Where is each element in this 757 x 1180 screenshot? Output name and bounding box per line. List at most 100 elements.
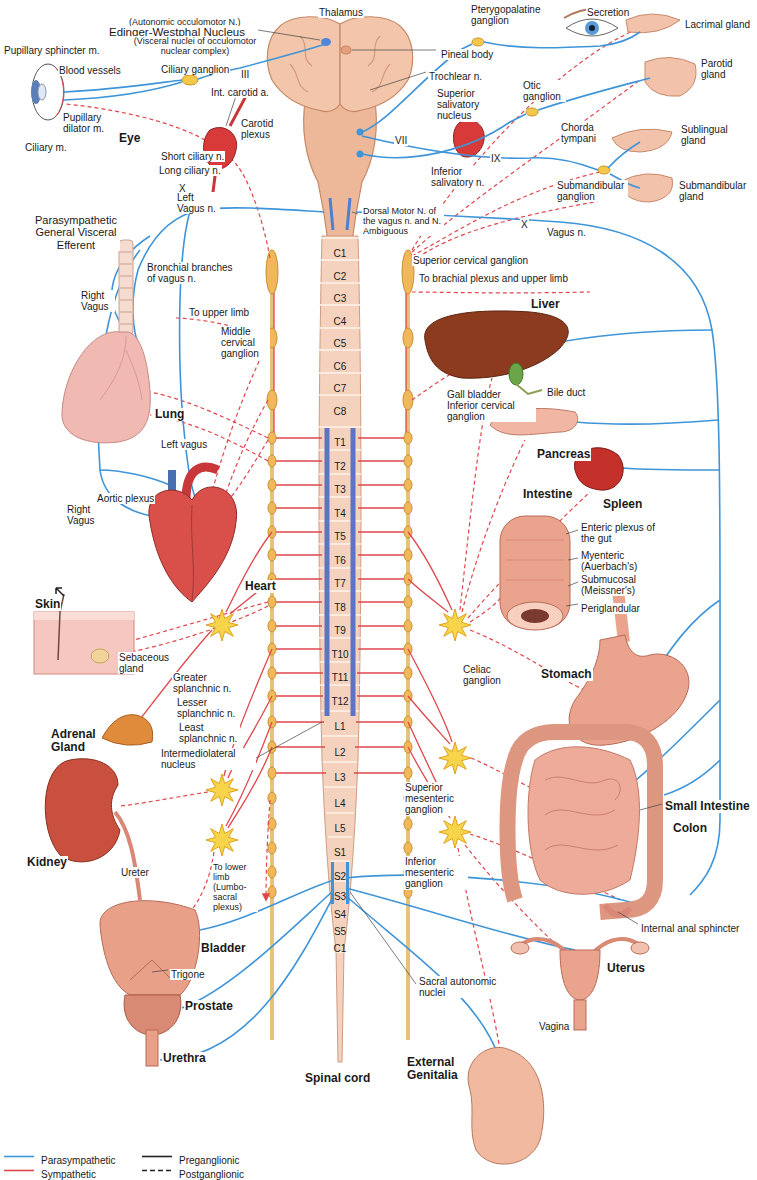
segment-label: T3 xyxy=(333,484,347,495)
part-label: Bronchial branches of vagus n. xyxy=(146,262,241,284)
label-slot: Enteric plexus of the gut xyxy=(580,522,660,546)
skin xyxy=(56,588,64,596)
label-slot: Trigone xyxy=(170,964,206,982)
label-slot: T9 xyxy=(326,620,354,638)
organ-label: Heart xyxy=(244,580,277,593)
intestine-section xyxy=(521,609,549,623)
segment-label: T6 xyxy=(333,555,347,566)
external-genitalia xyxy=(468,1047,544,1164)
part-label: Parotid gland xyxy=(700,58,750,80)
legend-sample xyxy=(4,1156,34,1158)
segment-label: S1 xyxy=(333,847,347,858)
preganglionic-ramus xyxy=(274,262,406,773)
face-eye xyxy=(585,21,599,35)
legend-text: Preganglionic xyxy=(178,1155,241,1166)
organ-label: Bladder xyxy=(200,942,247,955)
label-slot: Intestine xyxy=(522,484,573,502)
organ-label: Intestine xyxy=(522,488,573,501)
stomach xyxy=(618,590,624,642)
segment-label: T8 xyxy=(333,602,347,613)
segment-label: C1 xyxy=(333,943,348,954)
part-label: Superior cervical ganglion xyxy=(412,255,529,266)
skin xyxy=(34,612,134,620)
label-slot: Superior cervical ganglion xyxy=(412,250,529,268)
segment-label: L5 xyxy=(333,823,346,834)
part-label: To upper limb xyxy=(188,307,250,318)
chain-ganglion xyxy=(404,667,412,679)
label-slot: Middle cervical ganglion xyxy=(220,326,270,361)
chain-ganglion xyxy=(268,667,276,679)
segment-label: T12 xyxy=(330,696,349,707)
leader-line xyxy=(226,96,236,126)
label-slot: Inferior salivatory n. xyxy=(430,166,490,190)
label-slot: VII xyxy=(394,130,408,148)
label-slot: Urethra xyxy=(162,1048,207,1066)
label-slot: Lung xyxy=(154,404,185,422)
label-slot: Secretion xyxy=(586,2,630,20)
label-slot: Parasympathetic General Visceral Efferen… xyxy=(32,214,120,253)
label-slot: T12 xyxy=(326,691,354,709)
label-slot: S2 xyxy=(326,866,354,884)
organ-label: Liver xyxy=(530,298,561,311)
organ-label: External Genitalia xyxy=(406,1056,466,1083)
chain-ganglion xyxy=(404,432,412,444)
prevertebral-ganglion xyxy=(206,774,238,806)
label-slot: External Genitalia xyxy=(406,1056,466,1083)
intestines xyxy=(528,747,639,894)
segment-label: L2 xyxy=(333,747,346,758)
lung xyxy=(100,336,142,400)
hemisphere xyxy=(267,17,340,112)
label-slot: T1 xyxy=(326,432,354,450)
part-label: Lesser splanchnic n. xyxy=(176,697,238,719)
legend-sample xyxy=(142,1170,172,1172)
chain-ganglion xyxy=(268,767,276,779)
organ-label: Adrenal Gland xyxy=(50,728,102,755)
preganglionic-ramus xyxy=(274,262,406,773)
label-slot: Sebaceous gland xyxy=(118,652,174,676)
bladder xyxy=(146,1030,158,1066)
legend-entry: Sympathetic xyxy=(40,1164,97,1180)
skin xyxy=(91,649,109,663)
segment-label: C8 xyxy=(333,406,348,417)
label-slot: Least splanchnic n. xyxy=(178,722,240,746)
label-slot: Intermediolateral nucleus xyxy=(160,748,256,772)
label-slot: Trochlear n. xyxy=(428,66,483,84)
part-label: Pupillary dilator m. xyxy=(62,112,112,134)
organ-label: Colon xyxy=(672,822,708,835)
label-slot: C1 xyxy=(326,938,354,956)
label-slot: Otic ganglion xyxy=(522,80,566,104)
uterus xyxy=(560,950,600,1000)
chain-ganglion xyxy=(268,620,276,632)
label-slot: S1 xyxy=(326,842,354,860)
part-label: Submandibular ganglion xyxy=(556,180,628,202)
part-label: Lacrimal gland xyxy=(684,19,751,30)
part-label: Chorda tympani xyxy=(560,122,605,144)
label-slot: Sublingual gland xyxy=(680,124,735,148)
leader-line xyxy=(640,804,662,810)
chain-ganglion xyxy=(404,549,412,561)
leader-line xyxy=(256,722,322,758)
kidney xyxy=(115,812,140,900)
chain-ganglion xyxy=(268,818,276,830)
chain-ganglion xyxy=(266,250,414,898)
uterus xyxy=(511,942,529,954)
segment-label: L1 xyxy=(333,721,346,732)
part-label: Sebaceous gland xyxy=(118,652,174,674)
intestines xyxy=(605,905,630,915)
label-slot: Bladder xyxy=(200,938,247,956)
heart xyxy=(192,505,194,600)
chain-ganglion xyxy=(403,328,413,348)
label-slot: Pupillary sphincter m. xyxy=(3,40,101,58)
spinal-cord xyxy=(319,236,361,1062)
label-slot: Spleen xyxy=(602,494,643,512)
segment-divider xyxy=(319,238,361,952)
vagal-nucleus xyxy=(330,198,350,230)
part-label: Inferior mesenteric ganglion xyxy=(404,856,468,890)
label-slot: IX xyxy=(490,148,501,166)
segment-label: T5 xyxy=(333,531,347,542)
cranial-ganglion xyxy=(472,38,484,46)
label-slot: C8 xyxy=(326,401,354,419)
label-slot: Ciliary ganglion xyxy=(160,59,230,77)
label-slot: T11 xyxy=(326,667,354,685)
